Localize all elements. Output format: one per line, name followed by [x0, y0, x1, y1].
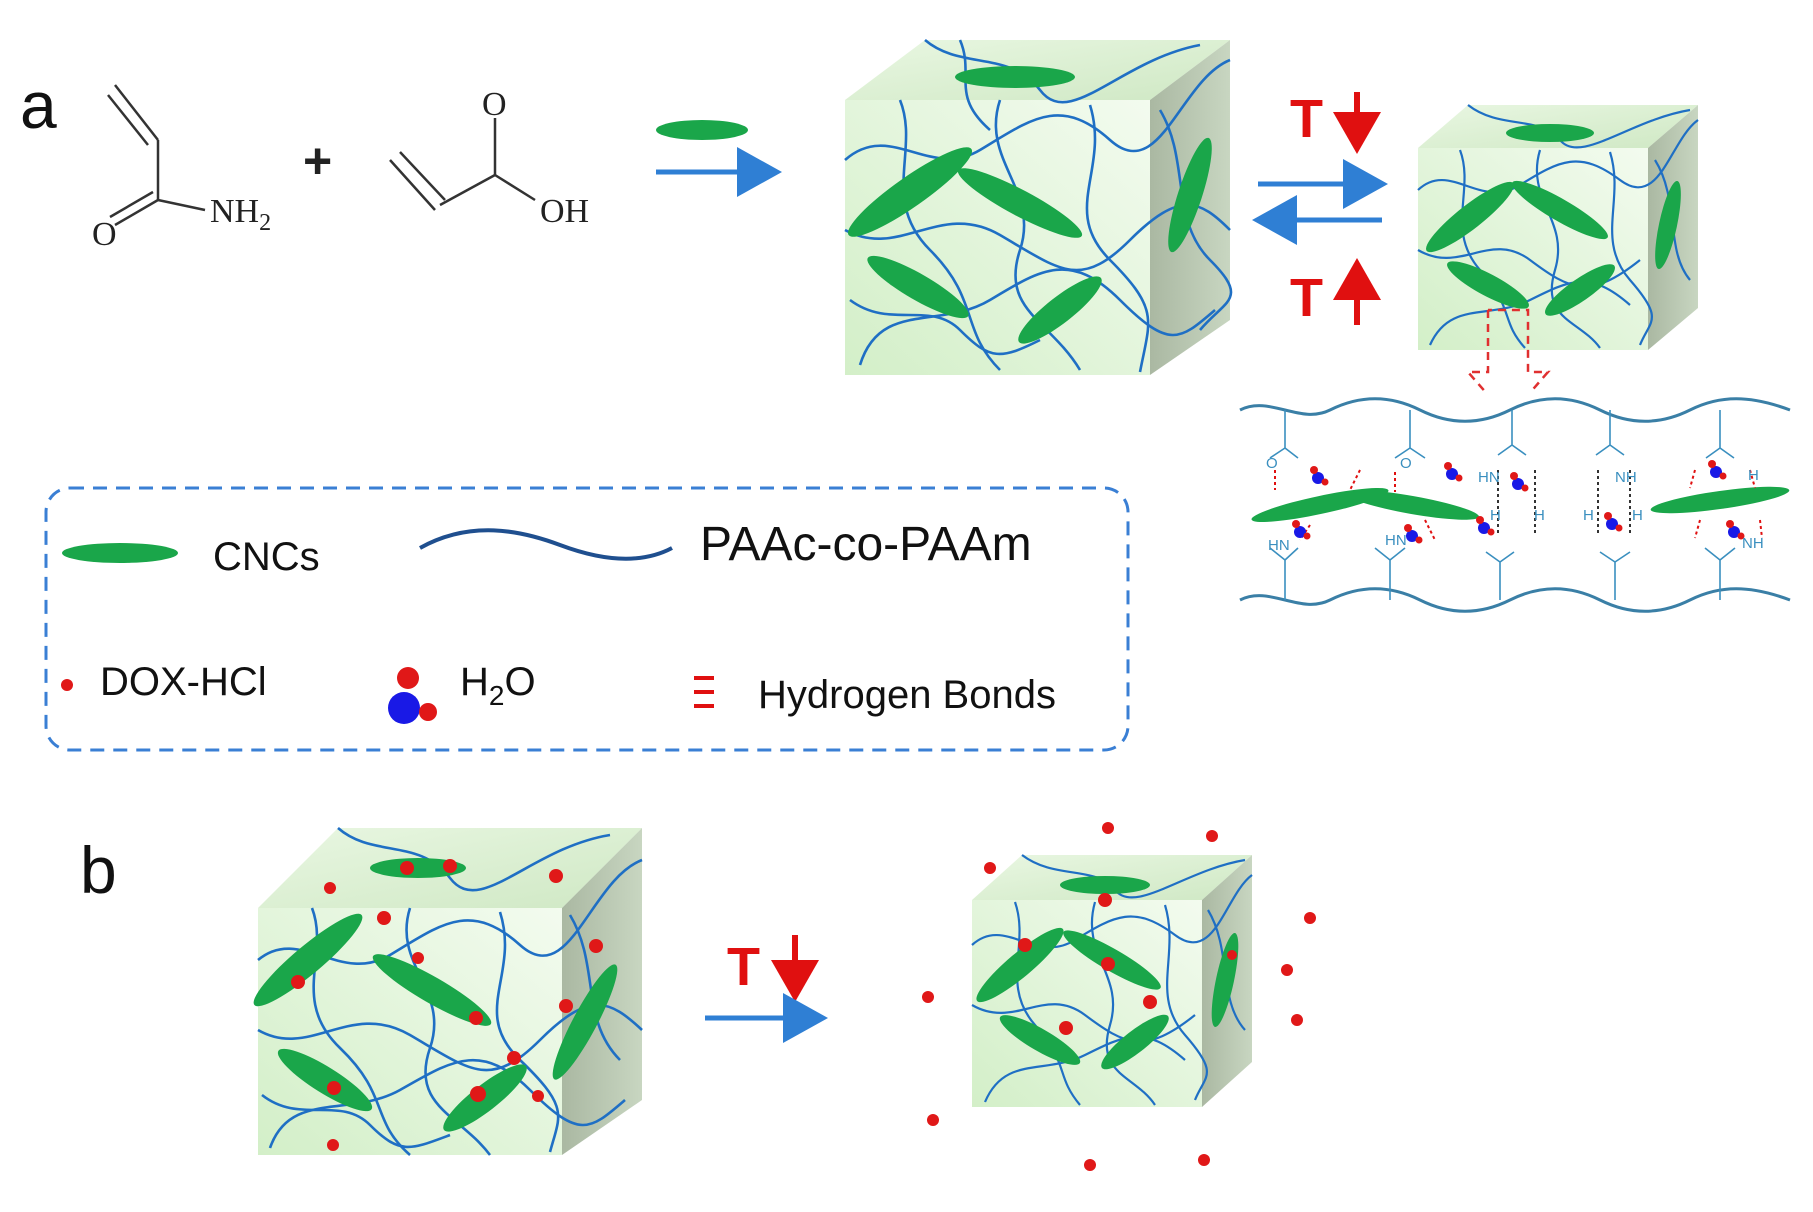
legend-cncs: CNCs — [213, 535, 320, 579]
detail-atom-label: H — [1534, 507, 1545, 524]
temperature-decrease-label: T — [1290, 89, 1323, 149]
cnc-reagent — [656, 120, 748, 140]
acrylic-acid-oh: OH — [540, 193, 589, 230]
acrylamide-oxygen: O — [92, 216, 117, 253]
released-drug-molecules — [922, 822, 1316, 1171]
legend-drug: DOX-HCl — [100, 660, 267, 704]
legend-hydrogen-bonds: Hydrogen Bonds — [758, 673, 1056, 717]
water-molecule — [1444, 462, 1463, 482]
hydrogel-cube-shrunk — [1417, 104, 1699, 350]
detail-atom-label: HN — [1478, 469, 1500, 486]
drug-molecules — [1018, 893, 1237, 1035]
drug-dot-icon — [61, 679, 73, 691]
detail-atom-label: H — [1583, 507, 1594, 524]
cnc-rod — [1101, 1014, 1169, 1070]
cnc-rod — [1018, 276, 1102, 344]
upper-polymer-chain — [1239, 397, 1791, 423]
cnc-rod — [370, 858, 466, 878]
drug-loaded-cube — [253, 827, 643, 1156]
polymer-chain-icon — [419, 528, 673, 561]
cnc-rod — [1506, 124, 1594, 142]
cnc-rod — [1345, 490, 1479, 520]
detail-atom-label: NH — [1615, 469, 1637, 486]
legend-water: H2O — [460, 660, 536, 711]
cnc-rod — [1655, 180, 1681, 270]
water-molecule — [1292, 520, 1311, 540]
temperature-increase-label: T — [1290, 268, 1323, 328]
hydrogen-bond-marks — [1274, 469, 1763, 541]
cnc-rod — [1426, 181, 1514, 253]
legend-box: CNCs PAAc-co-PAAm DOX-HCl H2O Hydrogen B… — [44, 486, 1130, 752]
legend-polymer: PAAc-co-PAAm — [700, 518, 1032, 571]
water-molecule — [1510, 472, 1529, 492]
acrylamide-structure — [107, 84, 206, 227]
cube-front-face — [258, 908, 562, 1155]
cnc-rod — [372, 954, 492, 1026]
detail-atom-label: H — [1748, 467, 1759, 484]
cnc-rod — [277, 1048, 373, 1112]
water-molecule — [1604, 512, 1623, 532]
plus-sign: + — [303, 133, 332, 189]
acrylic-acid-structure — [389, 118, 536, 211]
detail-atom-label: HN — [1385, 532, 1407, 549]
side-chains — [1269, 410, 1736, 600]
lower-polymer-chain — [1239, 587, 1791, 613]
water-molecule — [1476, 516, 1495, 536]
legend-border — [44, 486, 1130, 752]
molecular-detail-view: O O HN NH HN HN H H H H NH H — [1239, 392, 1800, 642]
cnc-rod — [1545, 264, 1615, 316]
cnc-rod — [847, 147, 973, 237]
cnc-rod — [1447, 261, 1529, 309]
cnc-rod — [976, 927, 1064, 1003]
cnc-icon — [62, 543, 178, 563]
cnc-rod — [1650, 486, 1790, 514]
drug-released-cube — [922, 822, 1316, 1171]
cnc-rod — [253, 913, 363, 1007]
cnc-rod — [999, 1015, 1081, 1065]
detail-atom-label: H — [1632, 507, 1643, 524]
cnc-rod — [1512, 180, 1608, 240]
detail-atom-label: NH — [1742, 535, 1764, 552]
water-molecule — [1310, 466, 1329, 486]
drug-molecules — [291, 859, 603, 1151]
detail-background — [1240, 392, 1800, 642]
detail-atom-label: HN — [1268, 537, 1290, 554]
hydrogen-bond-icon — [694, 676, 714, 708]
cnc-rod — [957, 168, 1083, 238]
detail-atom-label: H — [1490, 507, 1501, 524]
panel-label-b: b — [80, 833, 117, 907]
hydrogen-bond-marks — [1497, 470, 1631, 535]
cnc-rod — [1060, 876, 1150, 894]
detail-atom-label: O — [1400, 455, 1412, 472]
cnc-rod — [443, 1064, 527, 1132]
panel-label-a: a — [20, 68, 57, 142]
water-molecule — [1708, 460, 1727, 480]
detail-atom-label: O — [1266, 455, 1278, 472]
cnc-rod — [867, 255, 969, 319]
cnc-rod — [955, 66, 1075, 88]
hydrogel-cube-swollen — [844, 39, 1233, 375]
cnc-rod — [552, 964, 618, 1080]
acrylamide-nh2: NH2 — [210, 193, 271, 236]
acrylic-acid-oxygen: O — [482, 86, 507, 123]
cnc-rod — [1168, 137, 1212, 253]
water-molecule — [1726, 520, 1745, 540]
water-molecule — [1404, 524, 1423, 544]
temperature-decrease-label-b: T — [727, 937, 760, 997]
water-icon — [388, 667, 437, 724]
